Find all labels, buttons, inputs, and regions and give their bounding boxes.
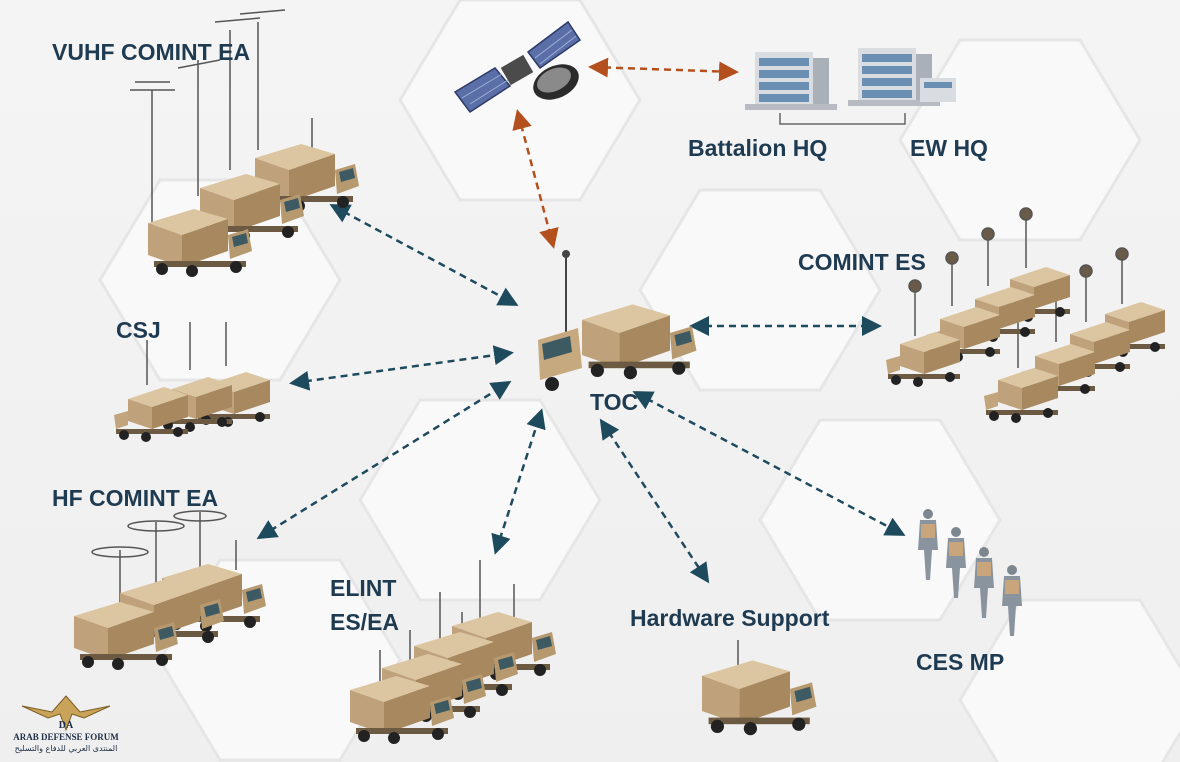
watermark-subtitle: المنتدى العربي للدفاع والتسليح xyxy=(14,744,118,753)
eagle-logo-icon: DA xyxy=(21,695,111,732)
link-hf-toc xyxy=(256,380,512,540)
label-hf-comint-ea: HF COMINT EA xyxy=(52,485,219,511)
satellite-icon xyxy=(453,20,582,114)
label-hardware-support: Hardware Support xyxy=(630,605,830,631)
watermark-title: ARAB DEFENSE FORUM xyxy=(13,732,119,742)
link-csj-toc xyxy=(289,345,514,391)
link-ces-toc xyxy=(632,391,906,536)
hardware-support-vehicle xyxy=(702,640,817,736)
battalion-hq-building-icon xyxy=(745,52,837,110)
label-battalion-hq: Battalion HQ xyxy=(688,135,828,161)
link-hardware-toc xyxy=(599,418,710,584)
vuhf-comint-ea-vehicles xyxy=(130,9,359,277)
watermark-logo-text: DA xyxy=(59,720,74,731)
toc-vehicle xyxy=(538,250,697,391)
csj-vehicles xyxy=(114,322,270,442)
label-vuhf-comint-ea: VUHF COMINT EA xyxy=(52,39,251,65)
label-csj: CSJ xyxy=(116,317,161,343)
link-satellite-toc xyxy=(512,109,559,249)
link-vuhf-toc xyxy=(329,204,519,306)
comint-es-vehicles xyxy=(886,207,1165,423)
hq-connector xyxy=(779,113,906,125)
hf-comint-ea-vehicles xyxy=(74,510,266,670)
elint-es-ea-vehicles xyxy=(350,560,556,744)
links xyxy=(256,57,906,584)
label-elint-line2: ES/EA xyxy=(330,609,400,635)
label-comint-es: COMINT ES xyxy=(798,249,926,275)
label-elint-line1: ELINT xyxy=(330,575,397,601)
ew-hq-building-icon xyxy=(848,48,956,106)
watermark: DA ARAB DEFENSE FORUM المنتدى العربي للد… xyxy=(2,690,130,762)
link-elint-toc xyxy=(491,408,546,555)
label-ew-hq: EW HQ xyxy=(910,135,988,161)
label-toc: TOC xyxy=(590,389,639,415)
label-ces-mp: CES MP xyxy=(916,649,1005,675)
